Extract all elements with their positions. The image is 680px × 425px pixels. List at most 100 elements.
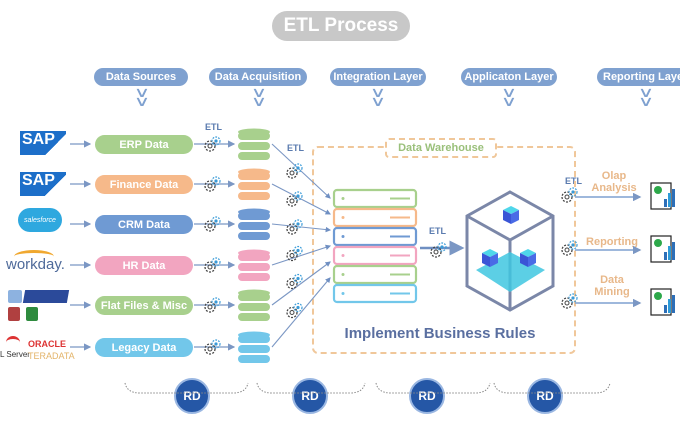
database-icon [238, 303, 270, 311]
database-top [238, 168, 270, 176]
gear-icon [561, 293, 578, 309]
gear-icon [430, 242, 447, 258]
server-unit [332, 264, 418, 285]
footer-connector [493, 382, 611, 394]
footer-connector [124, 382, 249, 394]
database-icon [238, 142, 270, 150]
chevron-down-icon: ∨∨ [369, 84, 387, 109]
header-integration-layer: Integration Layer [330, 68, 426, 86]
server-unit [332, 207, 418, 228]
gear-icon [561, 187, 578, 203]
mini-cube-icon [503, 210, 511, 224]
server-led [341, 273, 345, 276]
gear-icon [286, 191, 303, 207]
header-data-sources: Data Sources [94, 68, 188, 86]
chevron-down-icon: ∨∨ [637, 84, 655, 109]
excel-icon [26, 307, 38, 321]
arrow [271, 261, 331, 306]
source-pill-legacy: Legacy Data [95, 338, 193, 357]
sql-server-icon [6, 336, 20, 349]
header-application-layer: Applicaton Layer [461, 68, 557, 86]
report-bar [668, 299, 671, 313]
report-bar [672, 189, 675, 207]
server-unit [332, 188, 418, 209]
database-icon [238, 345, 270, 353]
source-pill-finance: Finance Data [95, 175, 193, 194]
mini-cube-icon [520, 253, 528, 267]
report-bar [664, 305, 667, 313]
database-icon [238, 152, 270, 160]
reporting-line1: Reporting [586, 236, 638, 248]
source-pill-erp: ERP Data [95, 135, 193, 154]
etl-label: ETL [287, 143, 304, 153]
mini-cube-icon [511, 210, 519, 224]
server-led [341, 216, 345, 219]
server-led [341, 292, 345, 295]
gear-icon [561, 240, 578, 256]
report-bar [668, 193, 671, 207]
server-led [341, 254, 345, 257]
data-mining-line2: Mining [594, 286, 630, 298]
report-pie [654, 186, 662, 194]
database-icon [238, 182, 270, 190]
report-pie [654, 239, 662, 247]
report-bar [672, 295, 675, 313]
server-led [341, 197, 345, 200]
database-top [238, 331, 270, 339]
sap-logo: SAP [20, 131, 66, 155]
database-icon [238, 222, 270, 230]
database-top [238, 249, 270, 257]
olap-line1: Olap [601, 170, 627, 182]
database-icon [238, 263, 270, 271]
database-top [238, 208, 270, 216]
report-bar [664, 199, 667, 207]
database-icon [238, 192, 270, 200]
gear-icon [286, 219, 303, 235]
rd-logo-badge: RD [174, 378, 210, 414]
arrow [271, 244, 332, 266]
database-icon [238, 273, 270, 281]
page-title: ETL Process [272, 11, 410, 41]
mini-cube-icon [482, 253, 490, 267]
oracle-logo: ORACLE [28, 339, 66, 349]
salesforce-logo: salesforce [18, 208, 62, 232]
source-pill-flat-files: Flat Files & Misc [95, 296, 193, 315]
report-pie [654, 292, 662, 300]
report-bar [664, 252, 667, 260]
server-unit [332, 245, 418, 266]
rd-logo-badge: RD [292, 378, 328, 414]
reporting-label-data-mining: Data Mining [584, 274, 640, 298]
reporting-label-olap: Olap Analysis [584, 170, 644, 194]
database-icon [238, 232, 270, 240]
etl-label: ETL [565, 176, 582, 186]
data-warehouse-label: Data Warehouse [385, 138, 497, 158]
xml-file-icon [8, 307, 20, 321]
etl-label: ETL [205, 122, 222, 132]
etl-label: ETL [429, 226, 446, 236]
report-bar [672, 242, 675, 260]
chevron-down-icon: ∨∨ [250, 84, 268, 109]
workday-arc-icon [14, 250, 54, 263]
footer-connector [256, 382, 366, 394]
report-bar [668, 246, 671, 260]
file-icon [8, 290, 22, 303]
implement-business-rules-label: Implement Business Rules [344, 325, 536, 342]
header-data-acquisition: Data Acquisition [209, 68, 307, 86]
server-unit [332, 226, 418, 247]
data-mining-line1: Data [600, 274, 624, 286]
gear-icon [286, 302, 303, 319]
database-icon [238, 355, 270, 363]
gear-icon [286, 163, 303, 179]
sql-server-label: L Server [0, 350, 30, 359]
gear-icon [286, 245, 303, 262]
mini-cube-icon [528, 253, 536, 267]
teradata-logo: TERADATA [28, 351, 75, 361]
header-reporting-layer: Reporting Layer [597, 68, 680, 86]
chevron-down-icon: ∨∨ [133, 84, 151, 109]
database-icon [238, 313, 270, 321]
server-led [341, 235, 345, 238]
chevron-down-icon: ∨∨ [500, 84, 518, 109]
source-pill-hr: HR Data [95, 256, 193, 275]
database-top [238, 128, 270, 136]
